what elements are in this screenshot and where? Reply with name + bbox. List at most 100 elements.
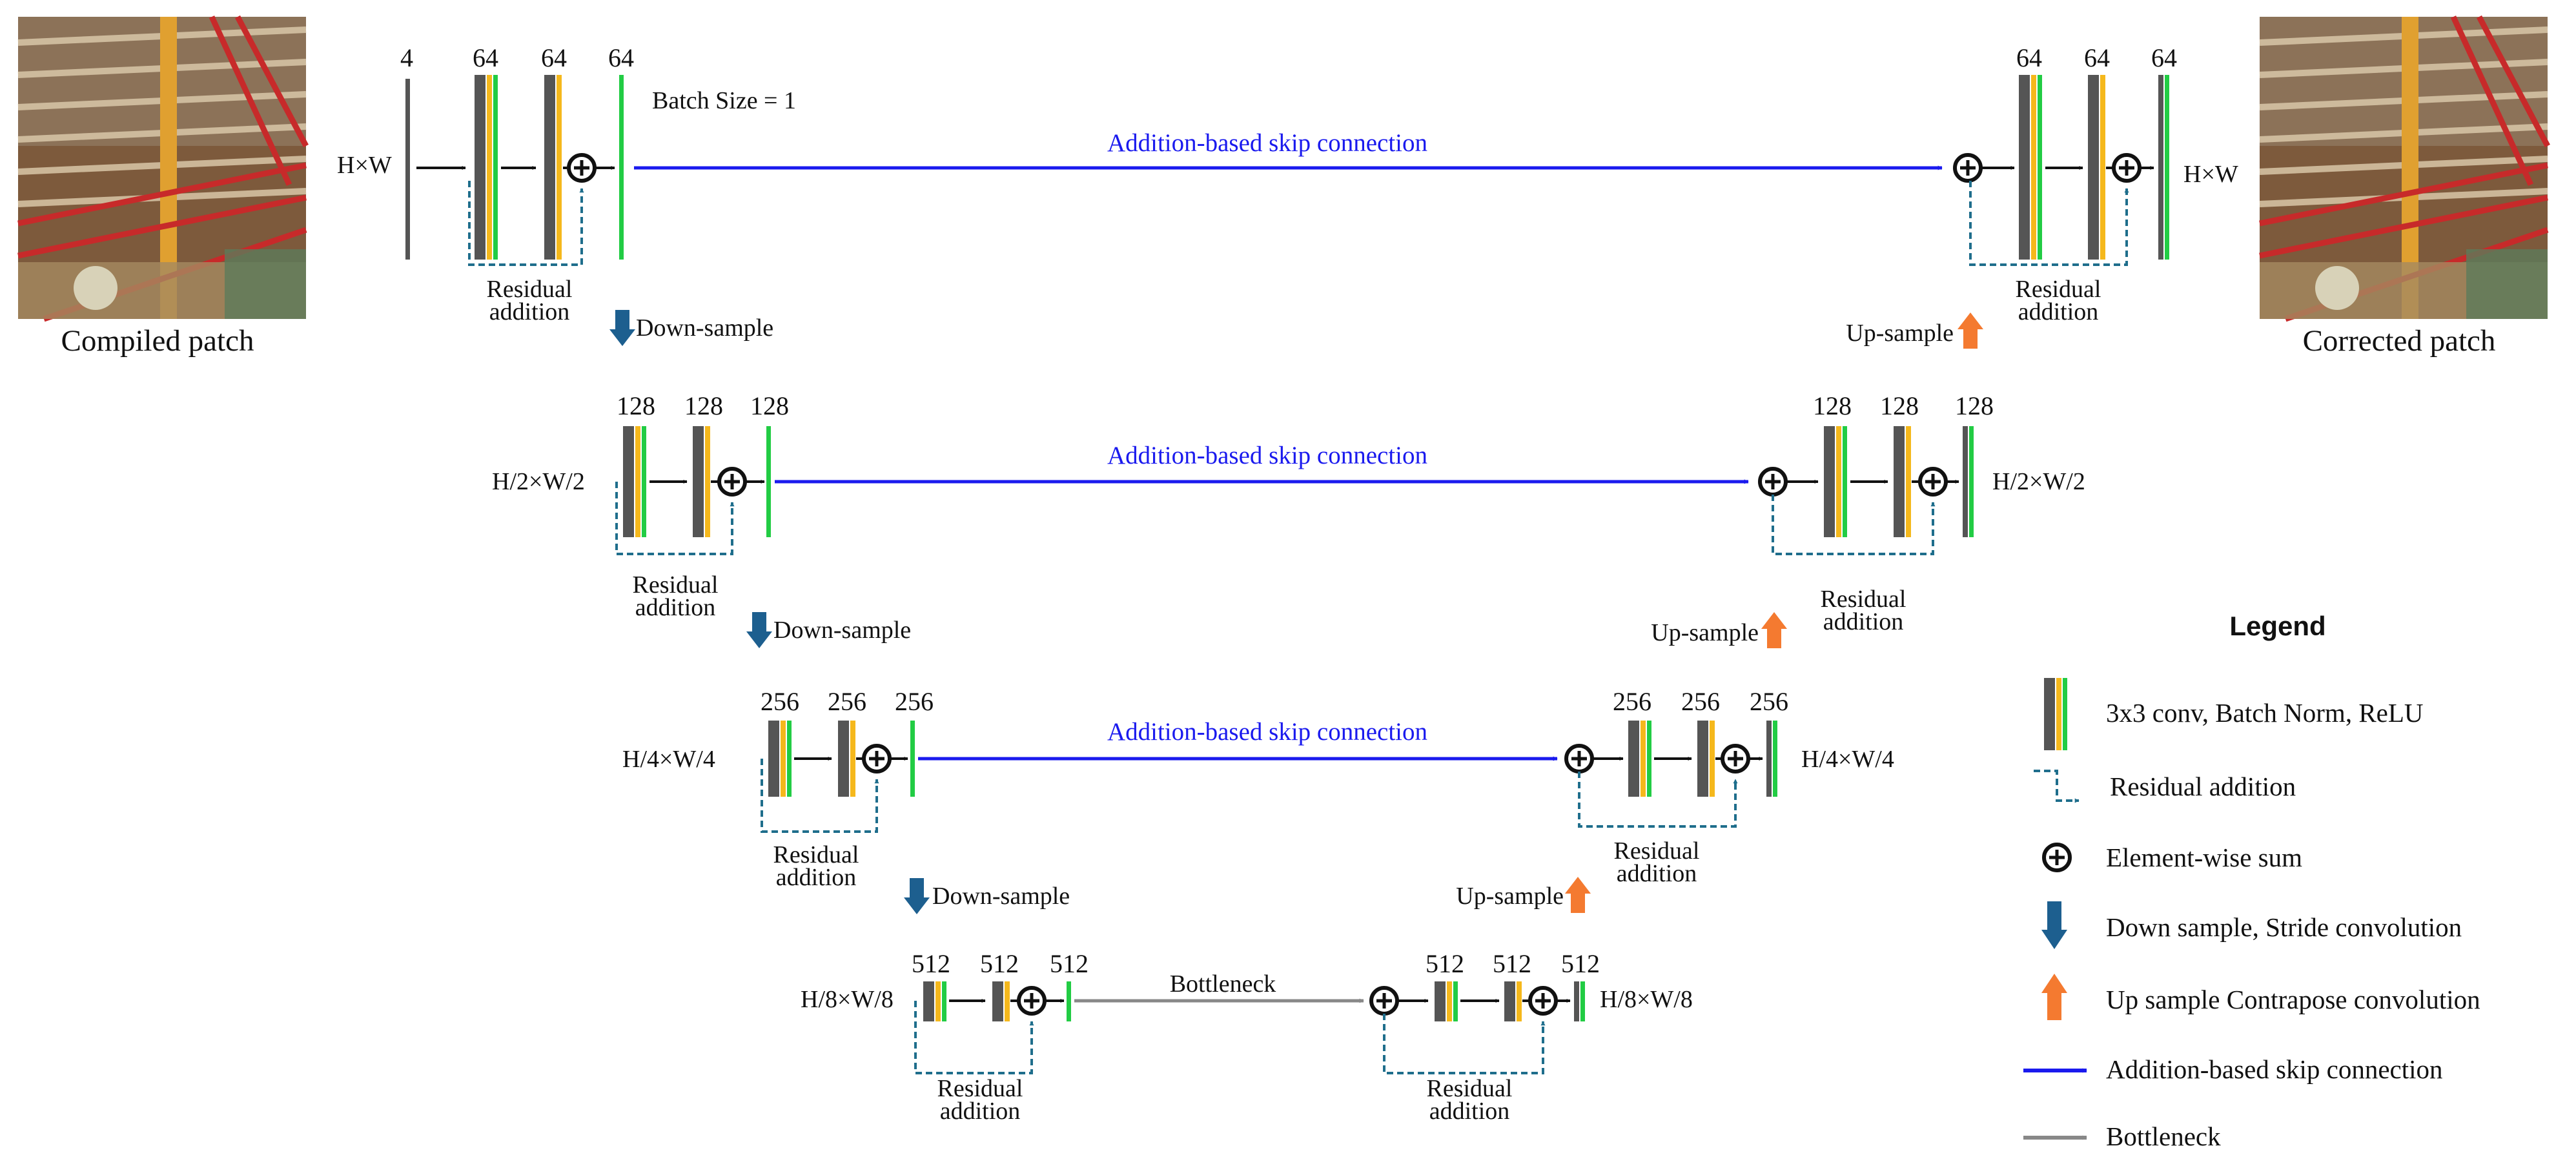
input-bar: [405, 79, 410, 260]
level0-enc-ch-0: 4: [400, 43, 413, 72]
level1-enc-ch-2: 128: [750, 391, 789, 420]
level2-dec-res-1: Residual: [1614, 837, 1700, 865]
level3-dec-res-2: addition: [1429, 1098, 1510, 1125]
level3-enc-dim: H/8×W/8: [801, 986, 894, 1013]
conv-out-bar: [1067, 981, 1071, 1021]
down-arrow-icon: [904, 878, 930, 914]
conv-block: [693, 426, 710, 537]
element-sum-icon: [862, 744, 892, 774]
element-sum-icon: [717, 467, 747, 497]
level1-down-label: Down-sample: [773, 617, 911, 644]
up-arrow-icon: [1565, 877, 1591, 913]
level0-dec-dim: H×W: [2183, 161, 2238, 188]
output-bar: [1766, 721, 1777, 797]
conv-block: [544, 75, 562, 260]
level0-enc-ch-3: 64: [608, 43, 634, 72]
conv-out-bar: [619, 75, 624, 260]
legend-label-down: Down sample, Stride convolution: [2106, 912, 2462, 942]
level1-up-label: Up-sample: [1651, 619, 1759, 646]
conv-block: [2019, 75, 2042, 260]
legend-label-conv: 3x3 conv, Batch Norm, ReLU: [2106, 698, 2424, 728]
conv-block: [768, 721, 792, 797]
output-patch-image: [2259, 15, 2550, 322]
level-2: H/4×W/4 256 256 256 Residual addition Ad…: [622, 687, 1894, 914]
element-sum-icon: [1017, 986, 1047, 1016]
level2-enc-ch-2: 256: [895, 687, 934, 716]
level3-enc-res-2: addition: [940, 1098, 1021, 1125]
level1-enc-ch-0: 128: [617, 391, 655, 420]
level0-down-label: Down-sample: [636, 314, 773, 342]
down-arrow-icon: [2041, 901, 2067, 949]
level2-skip-label: Addition-based skip connection: [1107, 718, 1427, 746]
level1-dec-dim: H/2×W/2: [1992, 468, 2085, 495]
residual-connection: [914, 1001, 1034, 1074]
level2-enc-dim: H/4×W/4: [622, 746, 715, 773]
level1-enc-res-1: Residual: [633, 571, 719, 599]
level0-enc-ch-2: 64: [541, 43, 567, 72]
level0-enc-ch-1: 64: [473, 43, 498, 72]
residual-connection: [1772, 495, 1936, 555]
level3-enc-ch-0: 512: [912, 949, 950, 978]
down-arrow-icon: [746, 612, 772, 648]
level1-enc-dim: H/2×W/2: [492, 468, 585, 495]
output-bar: [2158, 75, 2169, 260]
legend-label-sum: Element-wise sum: [2106, 843, 2302, 872]
level2-down-label: Down-sample: [932, 883, 1070, 910]
element-sum-icon: [1721, 744, 1750, 774]
level3-dec-ch-1: 512: [1493, 949, 1531, 978]
conv-out-bar: [766, 426, 771, 537]
level0-up-label: Up-sample: [1846, 320, 1954, 347]
level-3: H/8×W/8 512 512 512 Residual addition Bo…: [801, 949, 1693, 1125]
conv-block: [838, 721, 855, 797]
conv-out-bar: [910, 721, 915, 797]
up-arrow-icon: [1761, 612, 1787, 648]
legend-label-residual: Residual addition: [2110, 772, 2296, 801]
level2-enc-ch-1: 256: [828, 687, 866, 716]
level2-dec-res-2: addition: [1617, 860, 1697, 887]
residual-connection: [1383, 1014, 1546, 1074]
level3-enc-ch-1: 512: [980, 949, 1019, 978]
level2-dec-ch-2: 256: [1750, 687, 1788, 716]
input-caption: Compiled patch: [61, 324, 254, 358]
level2-enc-ch-0: 256: [761, 687, 799, 716]
level0-skip-label: Addition-based skip connection: [1107, 129, 1427, 157]
up-arrow-icon: [2041, 974, 2067, 1020]
element-sum-icon: [1953, 153, 1983, 183]
level3-enc-res-1: Residual: [937, 1075, 1023, 1102]
up-arrow-icon: [1958, 312, 1983, 349]
level2-dec-dim: H/4×W/4: [1801, 746, 1894, 773]
level0-enc-dim: H×W: [337, 152, 392, 179]
level0-enc-res-2: addition: [489, 298, 570, 325]
level1-dec-ch-1: 128: [1880, 391, 1919, 420]
element-sum-icon: [2042, 843, 2072, 872]
residual-connection: [615, 482, 735, 555]
conv-block: [1504, 981, 1522, 1021]
level2-dec-ch-1: 256: [1681, 687, 1720, 716]
level-0: H×W 4 64 64 64 Residual addition Additio: [337, 43, 2238, 349]
legend-label-bottleneck: Bottleneck: [2106, 1122, 2221, 1151]
level0-dec-res-1: Residual: [2016, 276, 2101, 303]
conv-block: [1894, 426, 1911, 537]
residual-connection: [1969, 181, 2129, 266]
residual-connection: [468, 181, 584, 266]
level3-dec-res-1: Residual: [1427, 1075, 1513, 1102]
legend-label-skip: Addition-based skip connection: [2106, 1054, 2443, 1084]
level2-enc-res-2: addition: [776, 864, 857, 891]
residual-connection: [761, 759, 879, 833]
batch-size-label: Batch Size = 1: [652, 87, 796, 114]
level1-dec-ch-2: 128: [1955, 391, 1994, 420]
level3-dec-ch-2: 512: [1561, 949, 1600, 978]
conv-block-icon: [2044, 678, 2067, 750]
level0-enc-res-1: Residual: [487, 276, 573, 303]
output-bar: [1963, 426, 1974, 537]
element-sum-icon: [1758, 467, 1788, 497]
level3-enc-ch-2: 512: [1050, 949, 1089, 978]
conv-block: [2088, 75, 2105, 260]
legend-label-up: Up sample Contrapose convolution: [2106, 985, 2480, 1014]
level1-enc-res-2: addition: [635, 594, 716, 621]
level-1: H/2×W/2 128 128 128 Residual addition Ad…: [492, 391, 2085, 648]
conv-block: [923, 981, 946, 1021]
level3-bottleneck-label: Bottleneck: [1170, 970, 1276, 998]
level3-dec-ch-0: 512: [1426, 949, 1464, 978]
